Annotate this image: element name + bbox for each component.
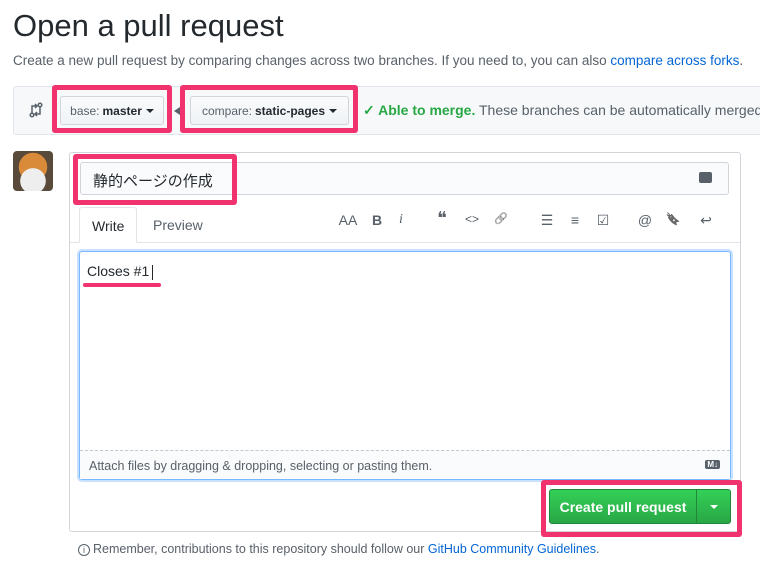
attach-hint: Attach files by dragging & dropping, sel… [89,459,433,473]
merge-status: ✓ Able to merge. These branches can be a… [363,102,760,119]
base-label: base: [70,103,100,118]
caret-down-icon [709,504,718,509]
bulleted-list-icon[interactable]: ☰ [540,212,554,228]
base-value: master [102,103,142,118]
page-title: Open a pull request [13,8,284,43]
mention-icon[interactable]: @ [637,212,653,228]
task-list-icon[interactable]: ☑ [596,212,610,228]
subtitle-text: Create a new pull request by comparing c… [13,53,611,68]
compare-label: compare: [201,103,252,118]
annotation-box-compare [180,85,358,133]
annotation-box-title [73,154,237,205]
saved-replies-icon[interactable] [699,172,712,183]
italic-icon[interactable]: i [399,212,403,227]
bold-icon[interactable]: B [371,212,383,228]
quote-icon[interactable]: ❝ [437,208,447,228]
body-textarea[interactable] [79,251,731,480]
pull-request-form [69,152,741,532]
compare-forks-link[interactable]: compare across forks [610,53,740,68]
annotation-underline-body [83,283,161,287]
annotation-box-base [52,85,172,133]
caret-down-icon [145,108,154,113]
base-branch-select[interactable]: base:master [60,96,164,125]
compare-branch-select[interactable]: compare:static-pages [190,96,349,125]
tab-write[interactable]: Write [79,207,138,243]
title-input[interactable]: 静的ページの作成 [80,162,729,195]
body-value: Closes #1 [87,263,150,279]
create-pull-request-button[interactable]: Create pull request [549,489,731,524]
merge-status-label: Able to merge. [378,102,476,118]
compare-arrows-icon [29,102,43,118]
create-pull-request-label[interactable]: Create pull request [550,490,697,523]
community-guidelines-link[interactable]: GitHub Community Guidelines [427,542,597,556]
tab-preview[interactable]: Preview [153,217,203,233]
caret-down-icon [329,108,338,113]
info-icon: i [78,544,90,556]
annotation-box-submit [541,480,742,537]
subtitle-end: . [739,53,744,68]
link-icon[interactable]: 🔗 [494,213,508,225]
compare-value: static-pages [255,103,326,118]
reply-icon[interactable]: ↩ [700,212,712,228]
arrow-left-icon [174,107,180,115]
text-cursor [152,264,154,280]
reference-icon[interactable]: 🔖 [665,212,681,226]
submit-options-dropdown[interactable] [697,490,730,523]
attach-files-area[interactable]: Attach files by dragging & dropping, sel… [80,450,730,479]
markdown-icon: M↓ [705,460,720,469]
body-text: Closes #1 [87,263,154,280]
avatar [13,151,53,191]
note-text: Remember, contributions to this reposito… [93,542,428,556]
merge-detail: These branches can be automatically merg… [475,102,760,118]
page-subtitle: Create a new pull request by comparing c… [13,53,743,68]
tab-divider [70,242,740,243]
code-icon[interactable]: <> [464,212,479,226]
check-icon: ✓ [363,102,379,118]
note-end: . [596,542,600,556]
heading-icon[interactable]: AA [338,212,358,228]
numbered-list-icon[interactable]: ≡ [570,212,580,228]
